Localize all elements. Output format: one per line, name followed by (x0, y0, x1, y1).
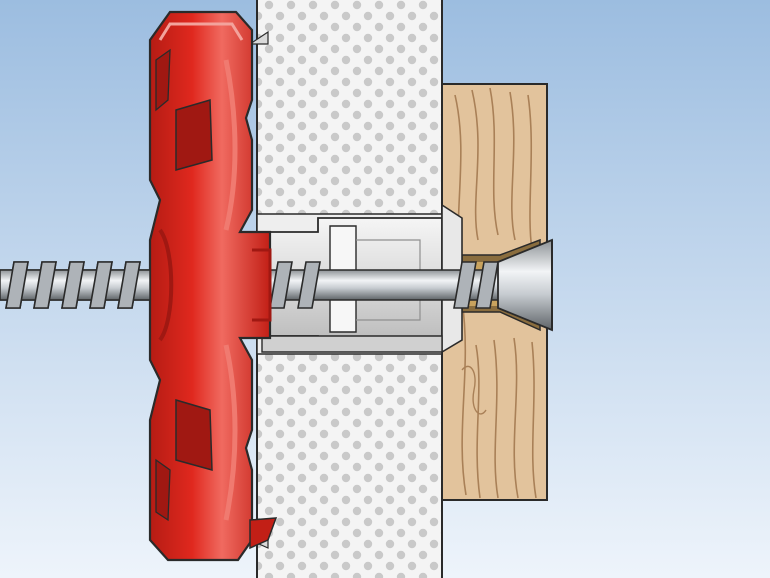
screw-shank-visible (0, 261, 151, 309)
expansion-anchor (148, 10, 278, 562)
